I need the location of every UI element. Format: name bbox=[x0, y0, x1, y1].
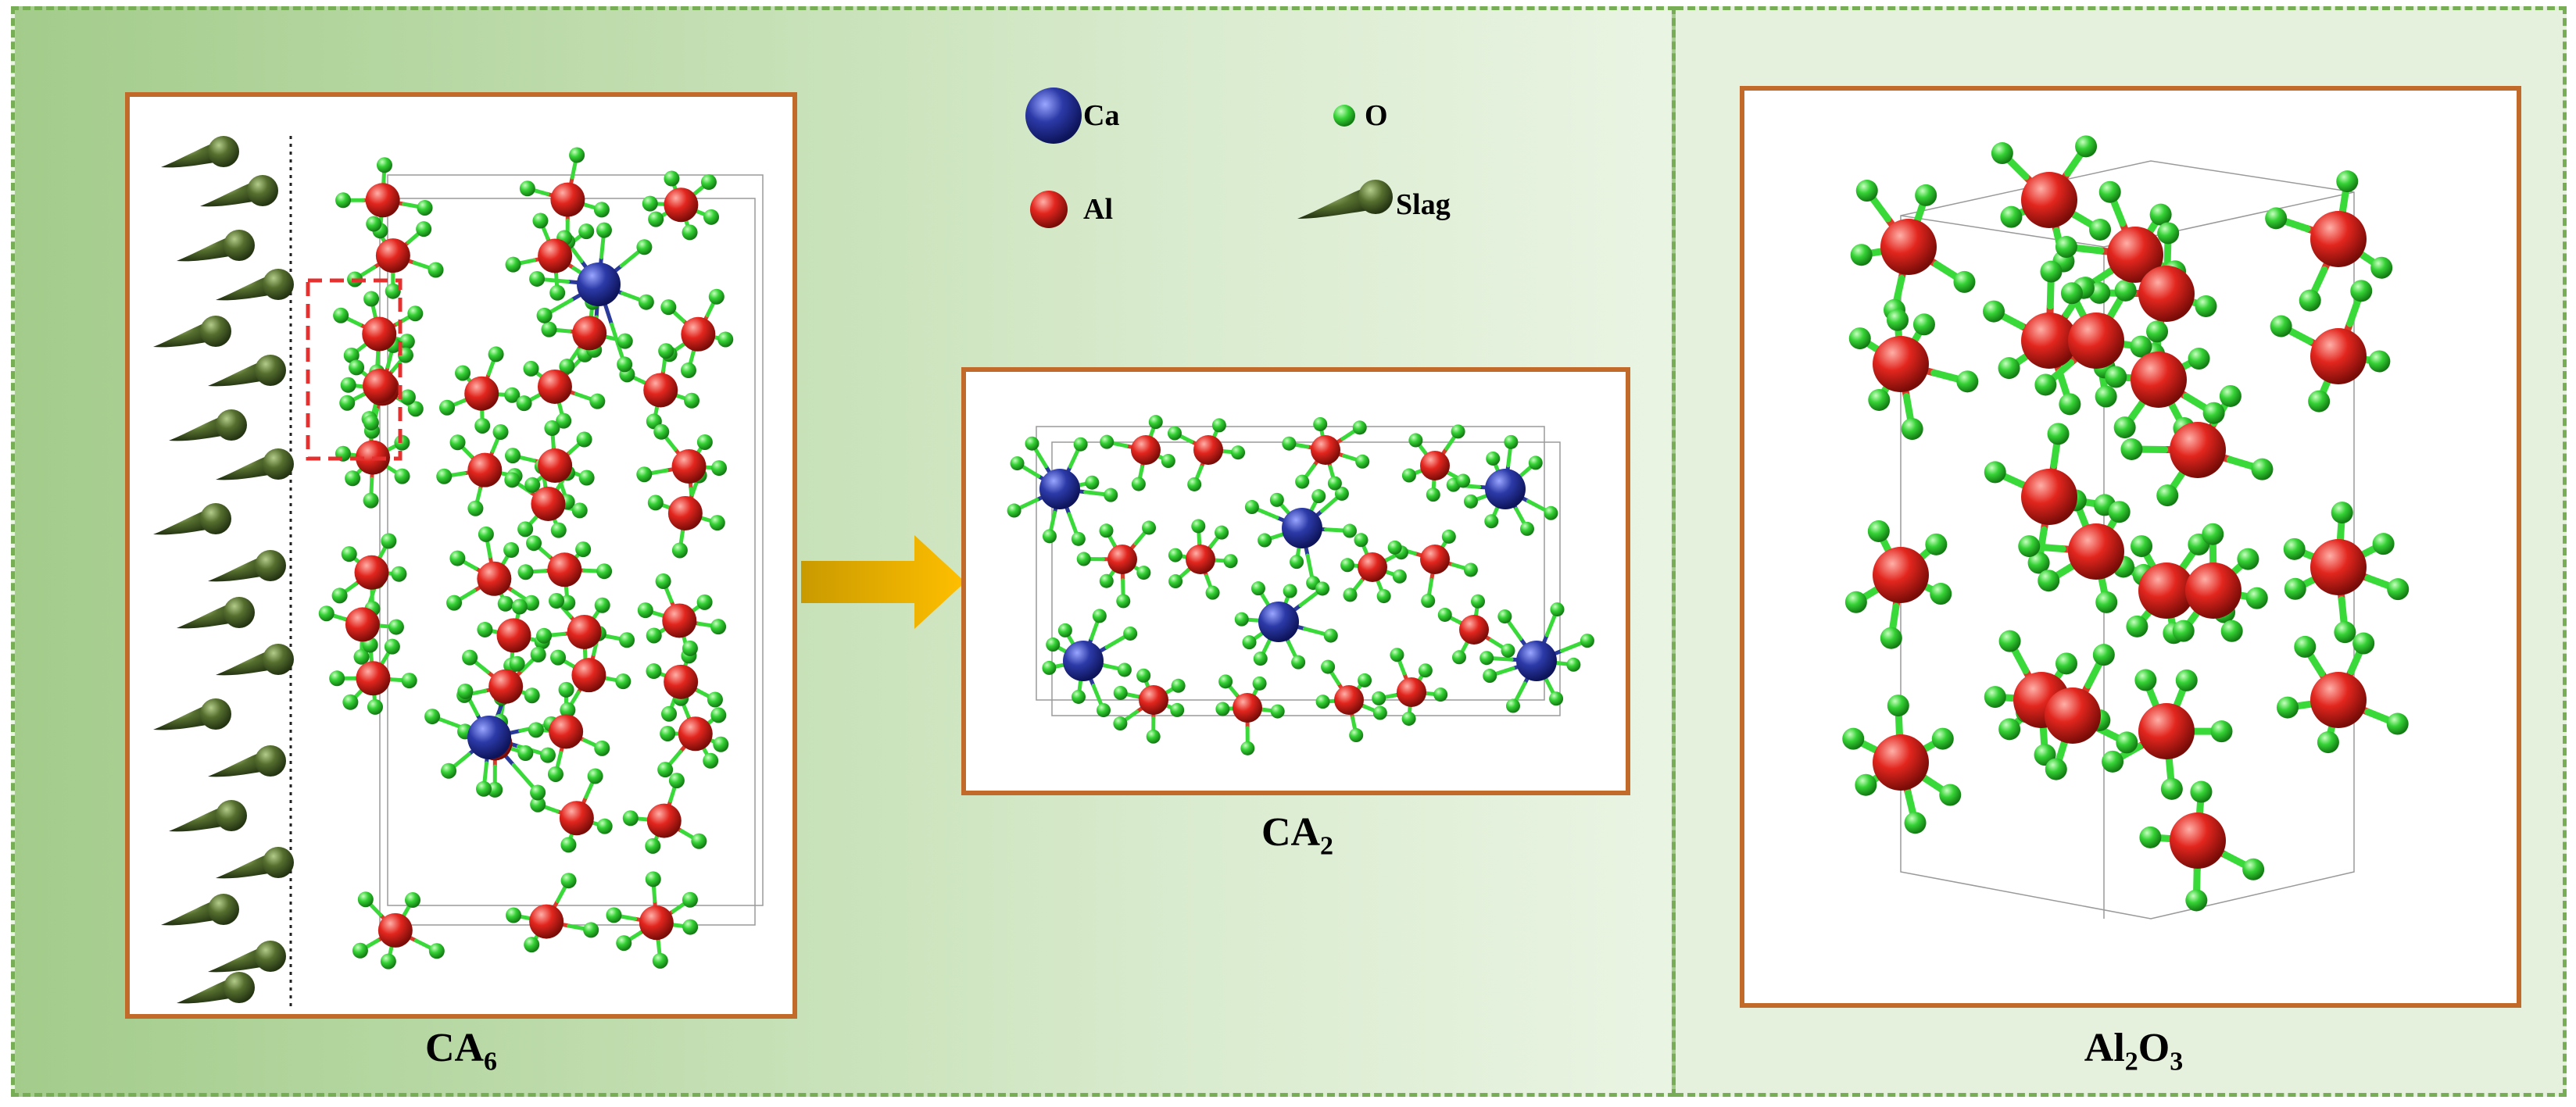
ca2-structure-frame bbox=[961, 367, 1630, 795]
slag-legend-icon bbox=[1297, 180, 1393, 219]
legend bbox=[1025, 87, 1393, 228]
al-legend-icon bbox=[1030, 191, 1068, 228]
slag-legend-label: Slag bbox=[1396, 188, 1451, 221]
ca6-label: CA6 bbox=[424, 1026, 498, 1077]
ca-legend-icon bbox=[1025, 87, 1082, 144]
ca2-structure-diagram bbox=[1007, 415, 1594, 755]
o-legend-label: O bbox=[1365, 99, 1388, 132]
ca-legend-label: Ca bbox=[1083, 99, 1120, 132]
ca2-label: CA2 bbox=[1261, 810, 1334, 861]
transformation-arrow bbox=[801, 535, 965, 629]
al2o3-structure-diagram bbox=[1842, 135, 2410, 920]
al2o3-label: Al2O3 bbox=[2084, 1026, 2184, 1077]
o-legend-icon bbox=[1333, 105, 1355, 127]
ca6-structure-frame bbox=[125, 92, 797, 1019]
al-legend-label: Al bbox=[1083, 193, 1113, 226]
ca6-structure-diagram bbox=[153, 136, 764, 1011]
al2o3-structure-frame bbox=[1740, 86, 2521, 1008]
